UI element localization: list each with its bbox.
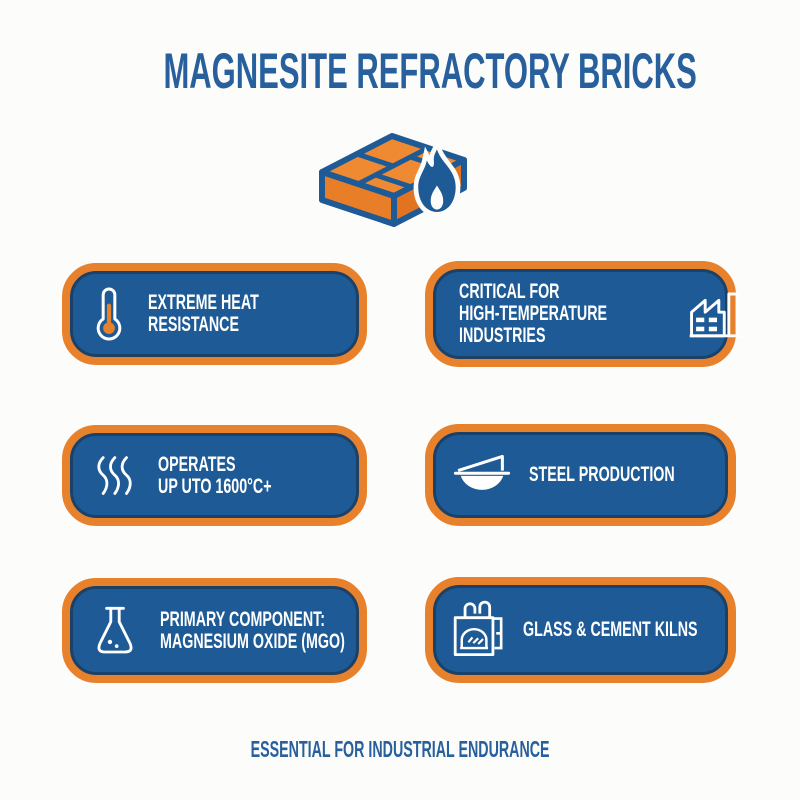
thermometer-icon	[94, 283, 124, 345]
flask-icon	[94, 603, 136, 659]
card-text-line: PRIMARY COMPONENT:	[160, 607, 326, 631]
card-high-temperature-industries: CRITICAL FOR HIGH-TEMPERATURE INDUSTRIES	[425, 261, 742, 367]
card-text: EXTREME HEAT RESISTANCE	[148, 292, 311, 336]
kiln-icon	[447, 599, 511, 661]
brick-flame-icon	[308, 120, 493, 235]
card-text: GLASS & CEMENT KILNS	[523, 619, 780, 641]
card-text-line: STEEL PRODUCTION	[529, 463, 675, 486]
card-text-line: MAGNESIUM OXIDE (MGO)	[160, 629, 345, 653]
card-text: STEEL PRODUCTION	[529, 464, 743, 486]
card-text-line: INDUSTRIES	[459, 324, 546, 347]
card-primary-component: PRIMARY COMPONENT: MAGNESIUM OXIDE (MGO)	[62, 578, 367, 683]
card-extreme-heat: EXTREME HEAT RESISTANCE	[62, 263, 367, 365]
card-text: PRIMARY COMPONENT: MAGNESIUM OXIDE (MGO)	[160, 607, 432, 653]
footer-tagline-text: ESSENTIAL FOR INDUSTRIAL ENDURANCE	[250, 736, 550, 762]
card-operating-temperature: OPERATES UP UTO 1600°C+	[62, 425, 367, 526]
crucible-icon	[451, 451, 513, 499]
heat-waves-icon	[94, 452, 134, 500]
brick-flame-graphic	[319, 133, 467, 227]
card-text: OPERATES UP UTO 1600°C+	[158, 452, 325, 498]
card-text-line: GLASS & CEMENT KILNS	[523, 618, 698, 641]
card-text-line: CRITICAL FOR	[459, 280, 560, 303]
footer-tagline: ESSENTIAL FOR INDUSTRIAL ENDURANCE	[0, 736, 800, 763]
card-text-line: UP UTO 1600°C+	[158, 474, 272, 498]
card-text-line: HIGH-TEMPERATURE	[459, 302, 608, 325]
card-text: CRITICAL FOR HIGH-TEMPERATURE INDUSTRIES	[459, 281, 677, 347]
card-steel-production: STEEL PRODUCTION	[425, 424, 736, 526]
card-text-line: OPERATES	[158, 452, 236, 476]
card-text-line: RESISTANCE	[148, 313, 239, 336]
card-text-line: EXTREME HEAT	[148, 291, 259, 314]
page-title-text: MAGNESITE REFRACTORY BRICKS	[163, 43, 697, 99]
page-title: MAGNESITE REFRACTORY BRICKS	[0, 46, 800, 96]
card-glass-cement-kilns: GLASS & CEMENT KILNS	[425, 577, 736, 683]
factory-icon	[687, 286, 747, 342]
